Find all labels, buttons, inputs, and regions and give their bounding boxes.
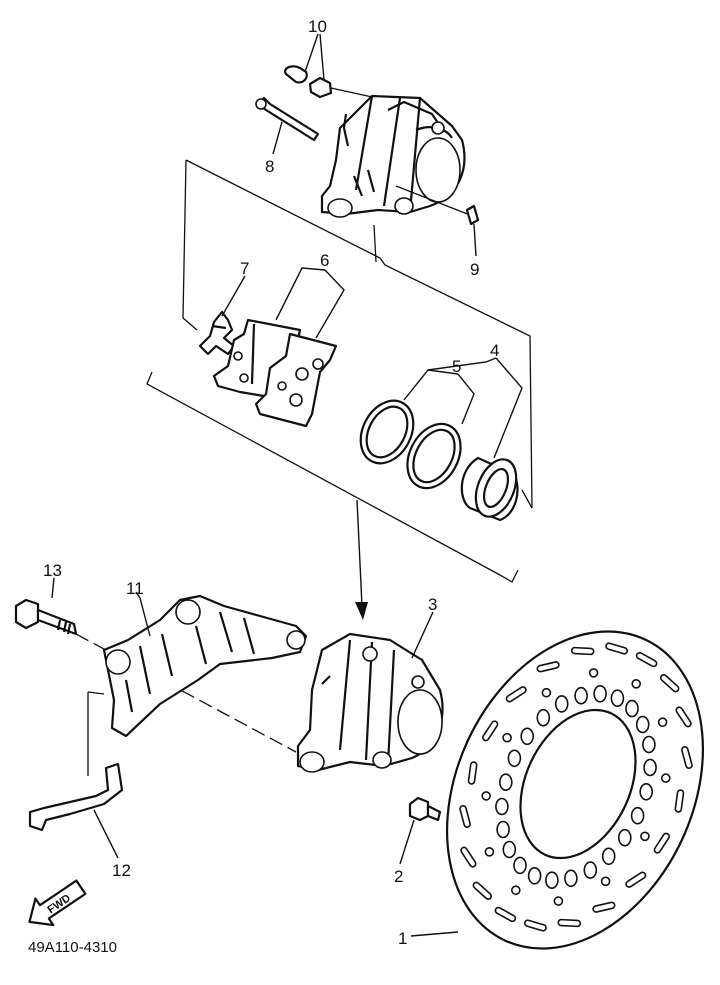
- disc-hole: [527, 866, 542, 885]
- disc-slot: [625, 871, 647, 888]
- callout-2: 2: [394, 867, 403, 886]
- disc-hole: [639, 782, 654, 801]
- disc-hole: [520, 727, 535, 746]
- disc-slot: [460, 846, 477, 868]
- leader-lines: [51, 33, 523, 937]
- disc-slots: [459, 642, 693, 932]
- disc-hole: [610, 689, 625, 708]
- forward-arrow-icon: FWD: [28, 879, 87, 927]
- exploded-view-boundary: [146, 159, 533, 583]
- disc-hole: [593, 684, 607, 703]
- callout-8: 8: [265, 157, 274, 176]
- brake-disc-part-1: [445, 630, 705, 950]
- caliper-bracket-part-11: [102, 594, 308, 738]
- disc-slot: [482, 720, 499, 742]
- disc-slot: [681, 745, 693, 770]
- callout-labels: 10 8 9 7 6 5 4 3 11 13 12 2 1: [43, 17, 499, 948]
- callout-3: 3: [428, 595, 437, 614]
- disc-slot: [459, 804, 471, 829]
- caliper-assembly-part-3: [296, 632, 444, 773]
- disc-hole: [640, 831, 650, 842]
- disc-hole: [513, 856, 527, 875]
- pad-pin-part-8: [255, 96, 320, 142]
- callout-10: 10: [308, 17, 327, 36]
- disc-hole: [625, 699, 639, 718]
- disc-hole: [600, 876, 611, 887]
- disc-slot: [570, 646, 595, 656]
- disc-hole: [657, 717, 668, 728]
- assembly-arrow: [355, 499, 368, 620]
- guard-part-12: [28, 691, 124, 832]
- disc-slot: [523, 919, 547, 932]
- disc-hole: [553, 896, 564, 906]
- piston-part-4: [460, 456, 519, 522]
- disc-hole: [481, 791, 492, 801]
- disc-hole: [583, 861, 598, 879]
- callout-11: 11: [126, 579, 144, 598]
- disc-hole: [484, 846, 495, 857]
- disc-slot: [467, 761, 478, 785]
- disc-hole: [642, 735, 656, 754]
- disc-hole: [507, 749, 522, 768]
- disc-hole: [643, 758, 657, 777]
- disc-hole: [554, 695, 569, 713]
- disc-hole: [536, 708, 551, 727]
- callout-7: 7: [240, 259, 249, 278]
- disc-hole: [574, 686, 588, 705]
- pad-spring-part-7: [198, 310, 236, 356]
- disc-slot: [659, 674, 680, 693]
- disc-hole: [660, 773, 671, 783]
- disc-slot: [472, 881, 493, 900]
- callout-13: 13: [43, 561, 62, 580]
- disc-hole: [495, 797, 509, 816]
- brake-pads-part-6: [212, 318, 338, 428]
- disc-hole: [635, 715, 650, 734]
- disc-hole: [631, 678, 642, 689]
- pin-clip-part-9: [465, 204, 480, 226]
- disc-bolt-part-2: [408, 796, 442, 822]
- diagram-code: 49A110-4310: [28, 939, 117, 956]
- callout-9: 9: [470, 260, 479, 279]
- disc-slot: [592, 901, 616, 913]
- disc-slot: [505, 686, 527, 703]
- disc-slot: [675, 706, 692, 728]
- disc-slot: [653, 832, 670, 854]
- disc-hole: [502, 840, 517, 859]
- disc-slot: [605, 642, 629, 655]
- disc-holes: [481, 668, 671, 906]
- disc-hole: [601, 847, 616, 866]
- disc-hole: [617, 828, 632, 847]
- disc-hole: [588, 668, 599, 678]
- disc-hole: [564, 869, 578, 888]
- callout-6: 6: [320, 251, 329, 270]
- disc-slot: [557, 918, 582, 928]
- disc-slot: [635, 651, 658, 668]
- bleed-screw-part-10: [284, 65, 373, 99]
- callout-5: 5: [452, 357, 461, 376]
- caliper-upper-view: [320, 94, 471, 218]
- disc-hole: [502, 732, 512, 743]
- disc-hole: [510, 885, 521, 896]
- disc-hole: [545, 871, 559, 890]
- callout-4: 4: [490, 341, 499, 360]
- disc-slot: [494, 906, 517, 923]
- callout-12: 12: [112, 861, 131, 880]
- callout-1: 1: [398, 929, 407, 948]
- disc-slot: [536, 661, 560, 673]
- disc-hole: [496, 820, 510, 839]
- disc-hole: [541, 687, 552, 698]
- seal-kit-part-5: [359, 399, 462, 490]
- disc-hole: [498, 773, 513, 792]
- disc-hole: [630, 806, 645, 825]
- disc-slot: [674, 789, 685, 813]
